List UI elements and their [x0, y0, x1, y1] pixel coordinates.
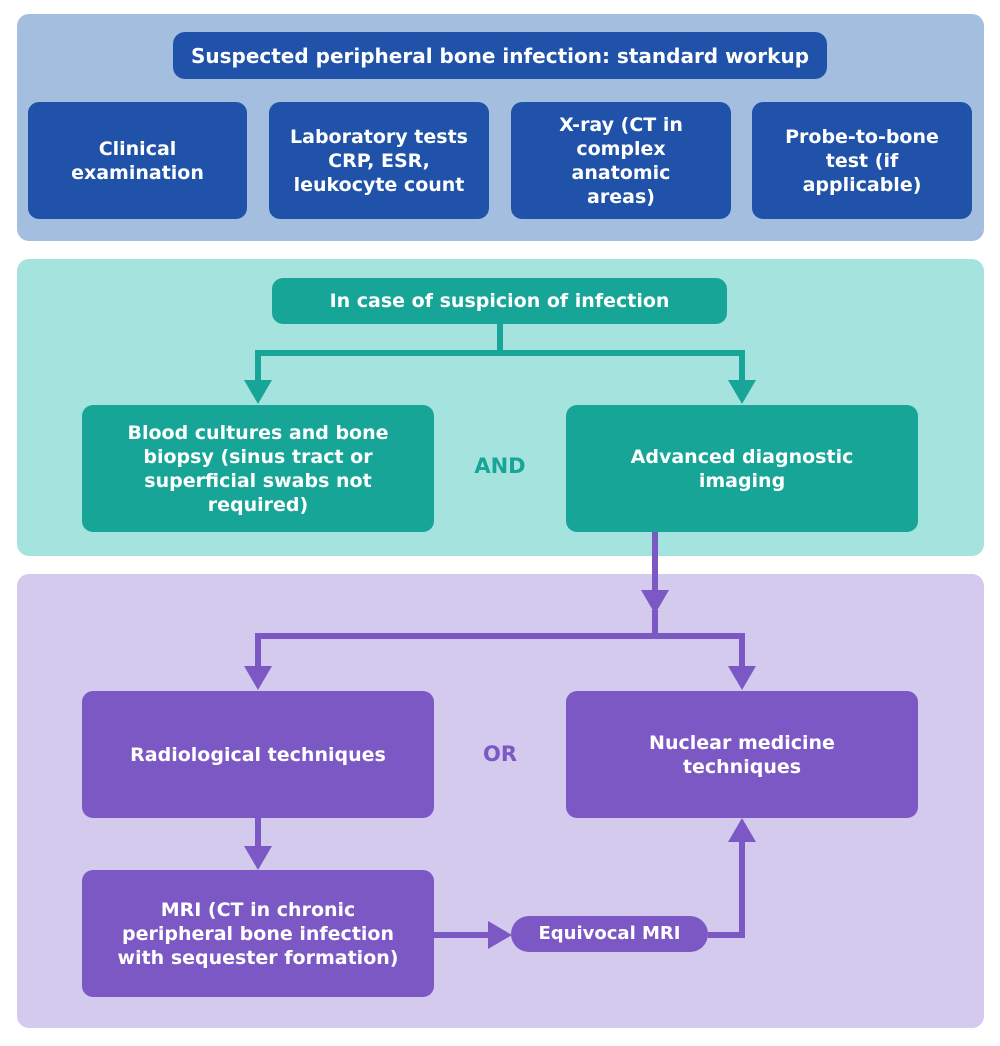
- workup-x-ray: X-ray (CT in complex anatomic areas): [511, 102, 731, 219]
- radiological-techniques-box: Radiological techniques: [82, 691, 434, 818]
- workup-laboratory-tests: Laboratory tests CRP, ESR, leukocyte cou…: [269, 102, 489, 219]
- workup-title: Suspected peripheral bone infection: sta…: [173, 32, 827, 79]
- arrowhead-blood-cultures: [244, 380, 272, 404]
- and-connector: AND: [474, 454, 526, 478]
- arrowhead-mri: [244, 846, 272, 870]
- or-connector: OR: [482, 742, 518, 766]
- arrowhead-radiological: [244, 666, 272, 690]
- arrowhead-advanced-imaging: [728, 380, 756, 404]
- arrowhead-imaging-panel: [641, 590, 669, 614]
- advanced-imaging-box: Advanced diagnostic imaging: [566, 405, 918, 532]
- equivocal-to-nuclear-arrow: [708, 838, 745, 938]
- mri-box: MRI (CT in chronic peripheral bone infec…: [82, 870, 434, 997]
- blood-cultures-box: Blood cultures and bone biopsy (sinus tr…: [82, 405, 434, 532]
- arrowhead-nuclear: [728, 666, 756, 690]
- suspicion-title: In case of suspicion of infection: [272, 278, 727, 324]
- imaging-split-arrow: [255, 532, 745, 672]
- workup-probe-to-bone: Probe-to-bone test (if applicable): [752, 102, 972, 219]
- arrowhead-equivocal: [488, 921, 512, 949]
- nuclear-medicine-box: Nuclear medicine techniques: [566, 691, 918, 818]
- suspicion-split-arrow: [255, 324, 745, 385]
- equivocal-mri-label: Equivocal MRI: [511, 916, 708, 952]
- workup-clinical-examination: Clinical examination: [28, 102, 247, 219]
- arrowhead-nuclear-from-equivocal: [728, 818, 756, 842]
